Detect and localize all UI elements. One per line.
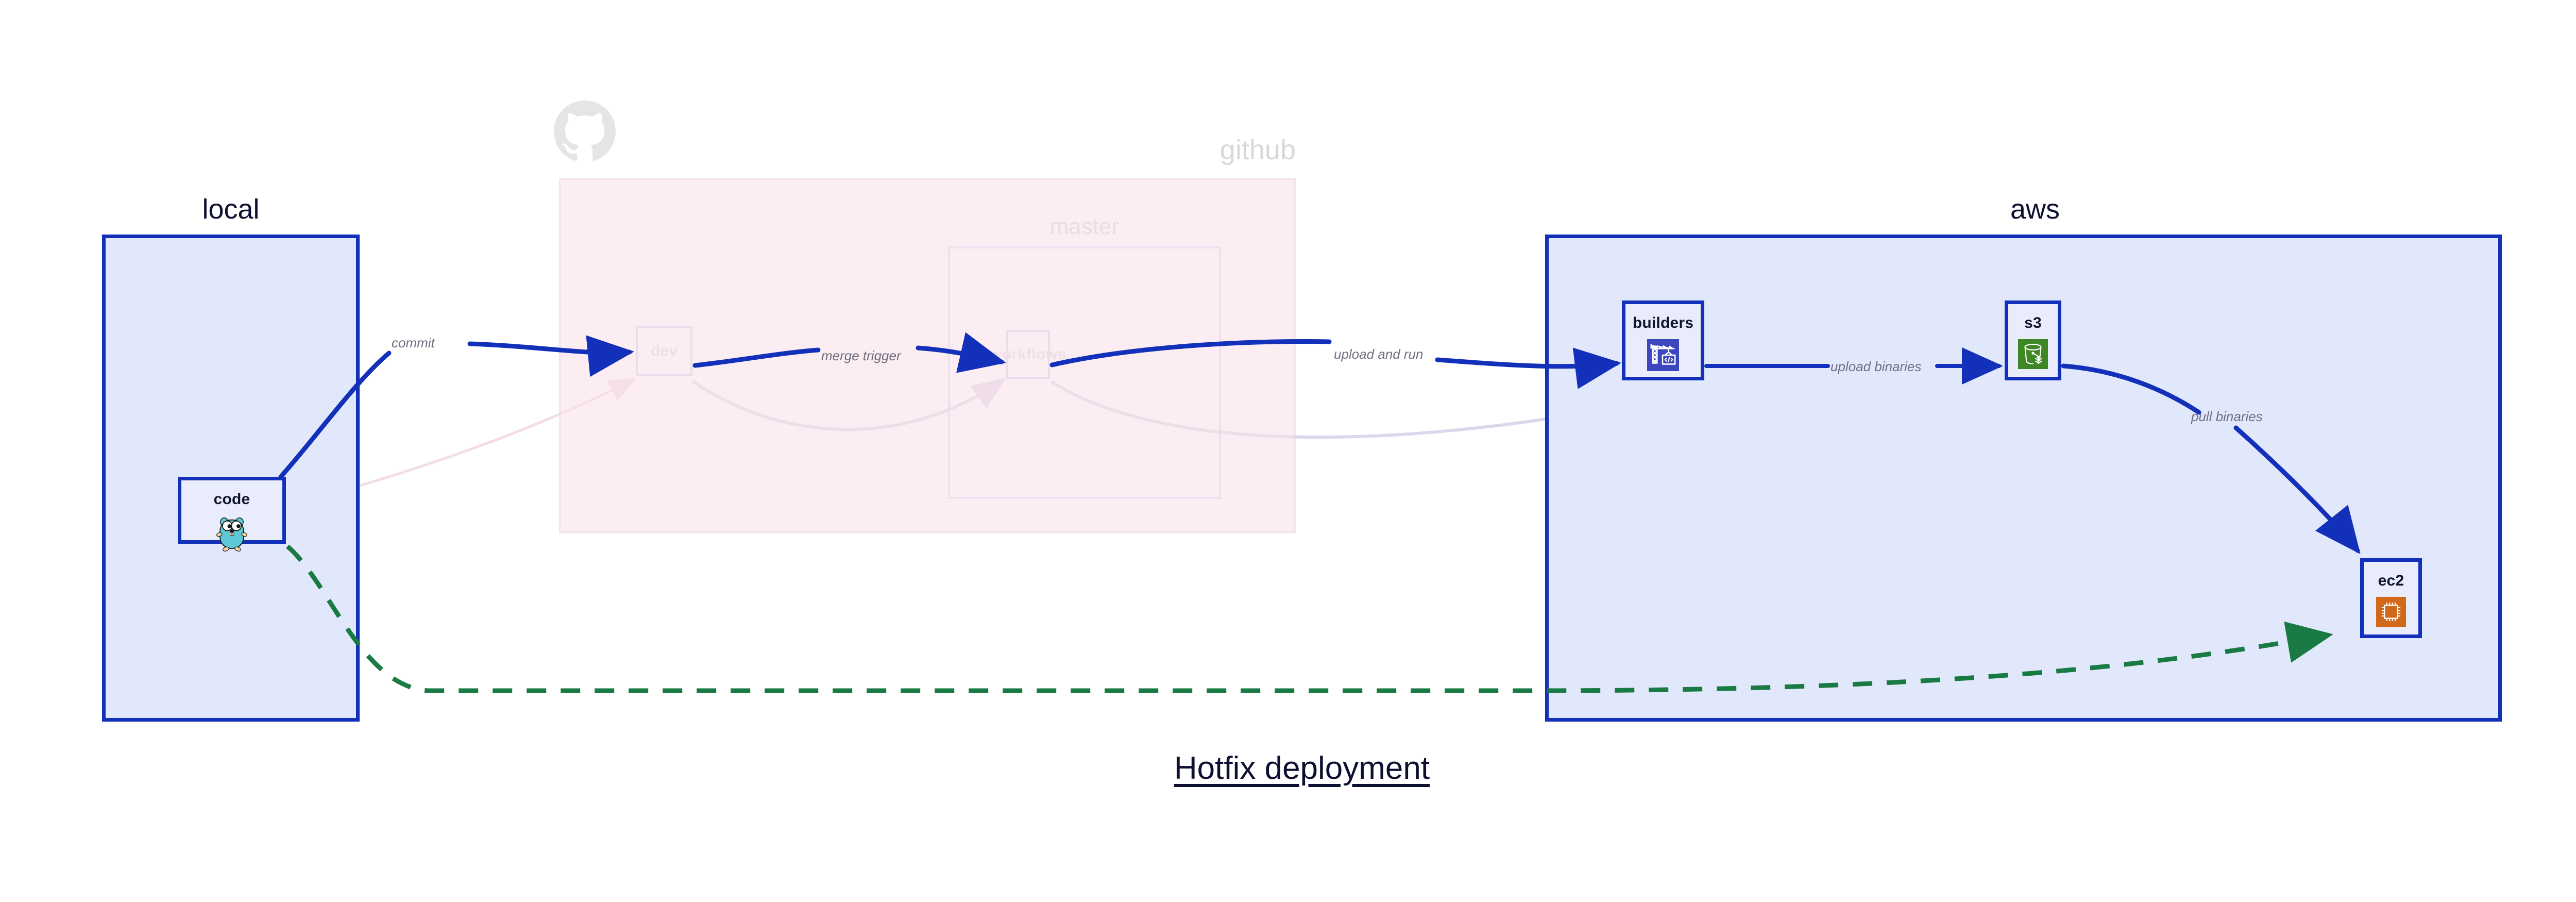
node-dev[interactable]: dev (636, 326, 692, 376)
group-master (948, 246, 1221, 499)
node-code-label: code (213, 491, 250, 508)
node-s3[interactable]: s3 (2005, 300, 2061, 380)
group-github-label: github (1219, 135, 1296, 165)
aws-codebuild-icon (1647, 339, 1679, 371)
edge-label-upload-and-run: upload and run (1334, 346, 1423, 362)
node-builders[interactable]: builders (1622, 300, 1704, 380)
node-ec2[interactable]: ec2 (2360, 558, 2422, 638)
group-master-label: master (1049, 214, 1120, 239)
diagram-title: Hotfix deployment (1174, 750, 1430, 786)
node-workflows[interactable]: workflows (990, 330, 1066, 379)
aws-ec2-icon (2376, 597, 2406, 627)
aws-s3-glacier-icon (2018, 339, 2048, 369)
node-s3-label: s3 (2024, 314, 2042, 331)
edge-label-pull-binaries: pull binaries (2191, 409, 2263, 424)
group-local-label: local (202, 194, 260, 225)
group-aws-label: aws (2010, 194, 2060, 225)
github-octocat-icon (554, 98, 616, 165)
node-code[interactable]: code (178, 477, 286, 552)
node-workflows-label: workflows (990, 345, 1066, 363)
node-dev-label: dev (650, 342, 678, 359)
go-gopher-icon (212, 515, 251, 552)
node-ec2-label: ec2 (2378, 572, 2404, 589)
edge-label-upload-binaries: upload binaries (1831, 359, 1922, 374)
edge-label-commit: commit (392, 335, 435, 350)
node-builders-label: builders (1632, 314, 1694, 331)
edge-label-merge-trigger: merge trigger (821, 348, 901, 363)
